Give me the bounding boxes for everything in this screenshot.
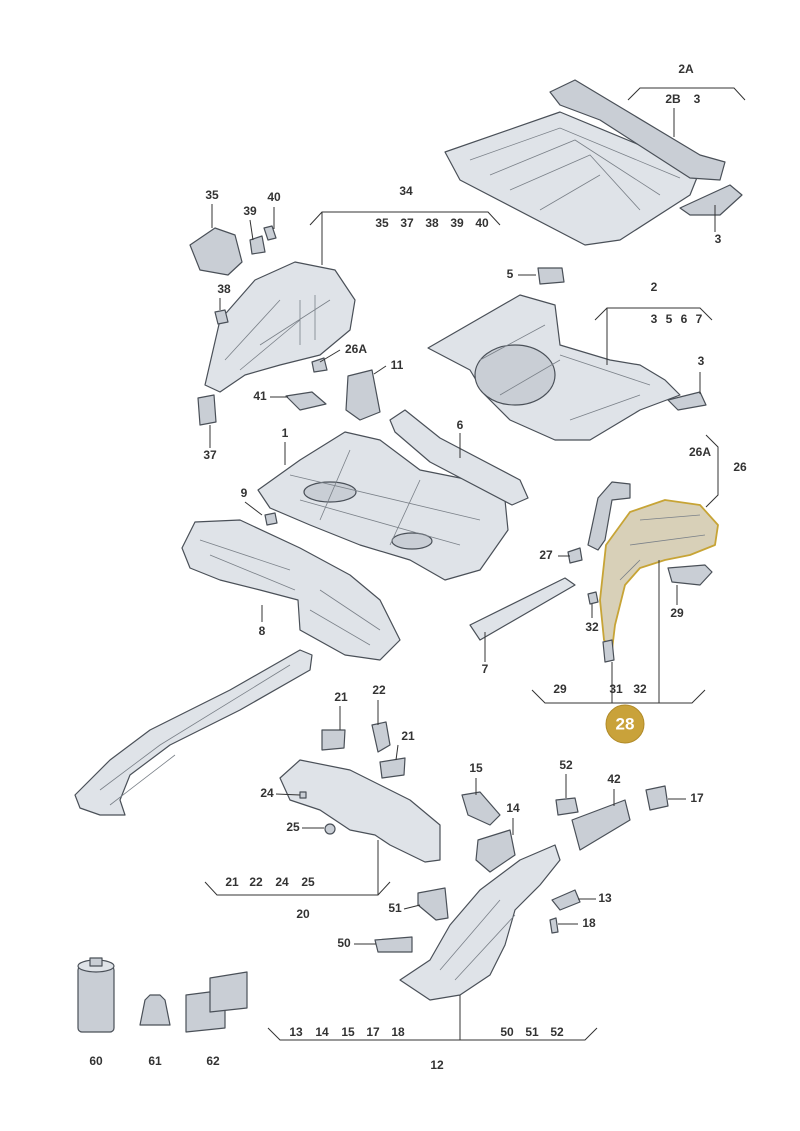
label-21b[interactable]: 21 xyxy=(401,729,415,743)
label-28-31[interactable]: 31 xyxy=(609,682,623,696)
label-2B-3[interactable]: 3 xyxy=(694,92,701,106)
label-60[interactable]: 60 xyxy=(89,1054,103,1068)
label-12-52[interactable]: 52 xyxy=(550,1025,564,1039)
label-14[interactable]: 14 xyxy=(506,801,520,815)
label-35[interactable]: 35 xyxy=(205,188,219,202)
label-6[interactable]: 6 xyxy=(457,418,464,432)
pad-set-62[interactable] xyxy=(185,971,248,1033)
label-11[interactable]: 11 xyxy=(391,358,404,372)
label-2-5[interactable]: 5 xyxy=(666,312,673,326)
label-12-17[interactable]: 17 xyxy=(366,1025,380,1039)
label-3[interactable]: 3 xyxy=(715,232,722,246)
spare-wheel-well-2[interactable] xyxy=(427,267,707,441)
label-12-18[interactable]: 18 xyxy=(391,1025,405,1039)
label-32[interactable]: 32 xyxy=(585,620,599,634)
label-12-15[interactable]: 15 xyxy=(341,1025,355,1039)
label-34-40[interactable]: 40 xyxy=(475,216,489,230)
cylinder-part-60[interactable] xyxy=(77,957,115,1033)
label-20-21[interactable]: 21 xyxy=(225,875,239,889)
label-12-51[interactable]: 51 xyxy=(525,1025,539,1039)
label-22[interactable]: 22 xyxy=(372,683,386,697)
label-8[interactable]: 8 xyxy=(259,624,266,638)
sill-panel-7[interactable] xyxy=(469,577,576,641)
label-12-50[interactable]: 50 xyxy=(500,1025,514,1039)
label-2[interactable]: 2 xyxy=(651,280,658,294)
floor-side-8[interactable] xyxy=(181,512,401,661)
label-34[interactable]: 34 xyxy=(399,184,413,198)
label-2-6[interactable]: 6 xyxy=(681,312,688,326)
leader-lines xyxy=(204,87,746,1041)
label-62[interactable]: 62 xyxy=(206,1054,220,1068)
label-18[interactable]: 18 xyxy=(582,916,596,930)
label-26A[interactable]: 26A xyxy=(345,342,367,356)
front-floor-1[interactable] xyxy=(257,369,509,581)
label-20[interactable]: 20 xyxy=(296,907,310,921)
label-2-3[interactable]: 3 xyxy=(651,312,658,326)
highlight-badge-28[interactable]: 28 xyxy=(605,704,645,744)
label-3b[interactable]: 3 xyxy=(698,354,705,368)
label-27[interactable]: 27 xyxy=(539,548,553,562)
label-21a[interactable]: 21 xyxy=(334,690,348,704)
label-34-39[interactable]: 39 xyxy=(450,216,464,230)
bump-stop-61[interactable] xyxy=(139,994,171,1026)
label-37[interactable]: 37 xyxy=(203,448,217,462)
label-28-29[interactable]: 29 xyxy=(553,682,567,696)
label-26[interactable]: 26 xyxy=(733,460,747,474)
tunnel-reinforcement-6[interactable] xyxy=(389,409,529,506)
label-28-32[interactable]: 32 xyxy=(633,682,647,696)
label-51[interactable]: 51 xyxy=(388,901,402,915)
label-52[interactable]: 52 xyxy=(559,758,573,772)
side-member-right-12[interactable] xyxy=(374,785,669,1001)
label-12-14[interactable]: 14 xyxy=(315,1025,329,1039)
label-25[interactable]: 25 xyxy=(286,820,300,834)
label-42[interactable]: 42 xyxy=(607,772,621,786)
label-41[interactable]: 41 xyxy=(253,389,267,403)
side-member-left[interactable] xyxy=(74,649,313,816)
label-9[interactable]: 9 xyxy=(241,486,248,500)
label-39[interactable]: 39 xyxy=(243,204,257,218)
label-50[interactable]: 50 xyxy=(337,936,351,950)
label-15[interactable]: 15 xyxy=(469,761,483,775)
label-2A[interactable]: 2A xyxy=(678,62,694,76)
label-13[interactable]: 13 xyxy=(598,891,612,905)
label-2B[interactable]: 2B xyxy=(665,92,681,106)
label-29[interactable]: 29 xyxy=(670,606,684,620)
label-20-24[interactable]: 24 xyxy=(275,875,289,889)
label-1[interactable]: 1 xyxy=(282,426,289,440)
label-61[interactable]: 61 xyxy=(148,1054,162,1068)
label-17[interactable]: 17 xyxy=(690,791,704,805)
badge-28-label: 28 xyxy=(616,714,635,733)
label-5[interactable]: 5 xyxy=(507,267,514,281)
rear-floor-panel-2a[interactable] xyxy=(444,79,743,246)
label-20-22[interactable]: 22 xyxy=(249,875,263,889)
wheel-arch-liner-28[interactable] xyxy=(567,481,719,663)
label-12[interactable]: 12 xyxy=(430,1058,444,1072)
label-26A-b[interactable]: 26A xyxy=(689,445,711,459)
label-24[interactable]: 24 xyxy=(260,786,274,800)
label-34-35[interactable]: 35 xyxy=(375,216,389,230)
label-20-25[interactable]: 25 xyxy=(301,875,315,889)
label-40[interactable]: 40 xyxy=(267,190,281,204)
label-12-13[interactable]: 13 xyxy=(289,1025,303,1039)
wheel-housing-34[interactable] xyxy=(189,225,356,426)
crossmember-20[interactable] xyxy=(279,721,441,863)
label-34-37[interactable]: 37 xyxy=(400,216,414,230)
label-7[interactable]: 7 xyxy=(482,662,489,676)
label-34-38[interactable]: 38 xyxy=(425,216,439,230)
label-38[interactable]: 38 xyxy=(217,282,231,296)
callout-labels: 2A 2B 3 3 35 40 39 34 35 37 38 39 40 38 … xyxy=(89,62,747,1072)
label-2-7[interactable]: 7 xyxy=(696,312,703,326)
